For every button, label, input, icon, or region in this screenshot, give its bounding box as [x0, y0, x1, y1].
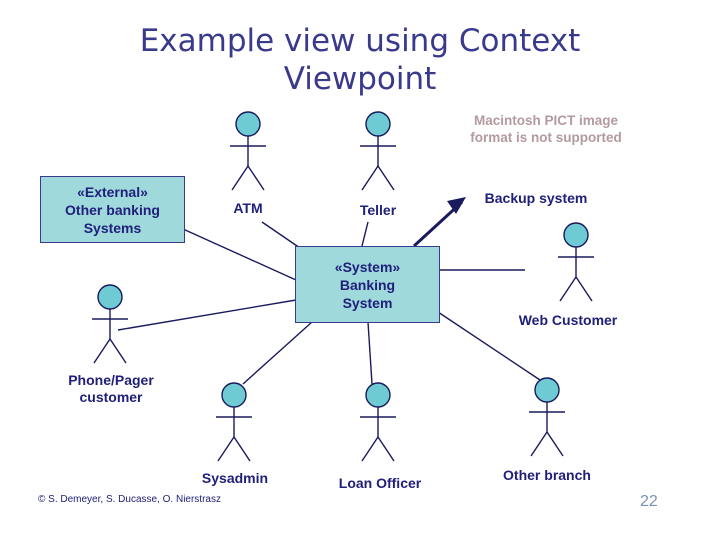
actor-figure-backup-system: [558, 222, 594, 302]
box-line-1: «System»: [334, 258, 401, 275]
box-system-banking-system[interactable]: «System» Banking System: [295, 246, 440, 323]
actor-figure-sysadmin: [216, 382, 252, 462]
page-number: 22: [640, 493, 658, 510]
arrowhead-backup: [447, 197, 466, 214]
page-title: Example view using Context Viewpoint: [139, 23, 581, 97]
link-atm-to-system: [261, 221, 301, 249]
actor-figure-atm: [230, 111, 266, 191]
box-line-1: «External»: [77, 183, 148, 200]
link-sysadmin-to-system: [242, 321, 313, 385]
actor-label-other-branch: Other branch: [503, 467, 591, 483]
box-line-2: Other banking: [65, 201, 160, 218]
box-line-3: Systems: [83, 219, 142, 236]
copyright-credit: © S. Demeyer, S. Ducasse, O. Nierstrasz: [38, 494, 221, 505]
link-phone-to-system: [117, 299, 297, 331]
link-external-to-system: [182, 228, 297, 281]
actor-label-loan-officer: Loan Officer: [338, 475, 422, 491]
actor-figure-loan-officer: [360, 382, 396, 462]
box-external-other-banking-systems[interactable]: «External» Other banking Systems: [40, 176, 185, 243]
actor-label-phone-pager-customer: Phone/Pager customer: [68, 372, 154, 405]
actor-label-atm: ATM: [233, 200, 263, 216]
actor-label-teller: Teller: [359, 202, 397, 218]
box-line-2: Banking: [339, 276, 396, 293]
box-line-3: System: [342, 294, 393, 311]
actor-label-web-customer: Web Customer: [518, 312, 618, 328]
actor-figure-teller: [360, 111, 396, 191]
actor-label-backup-system: Backup system: [484, 190, 588, 206]
actor-figure-other-branch: [529, 377, 565, 457]
missing-image-placeholder: Macintosh PICT image format is not suppo…: [470, 113, 622, 145]
link-teller-to-system: [361, 221, 369, 247]
actor-label-sysadmin: Sysadmin: [201, 470, 269, 486]
link-other-branch-to-system: [437, 311, 541, 381]
link-loan-officer-to-system: [367, 321, 373, 385]
actor-figure-phone-pager-customer: [92, 284, 128, 364]
